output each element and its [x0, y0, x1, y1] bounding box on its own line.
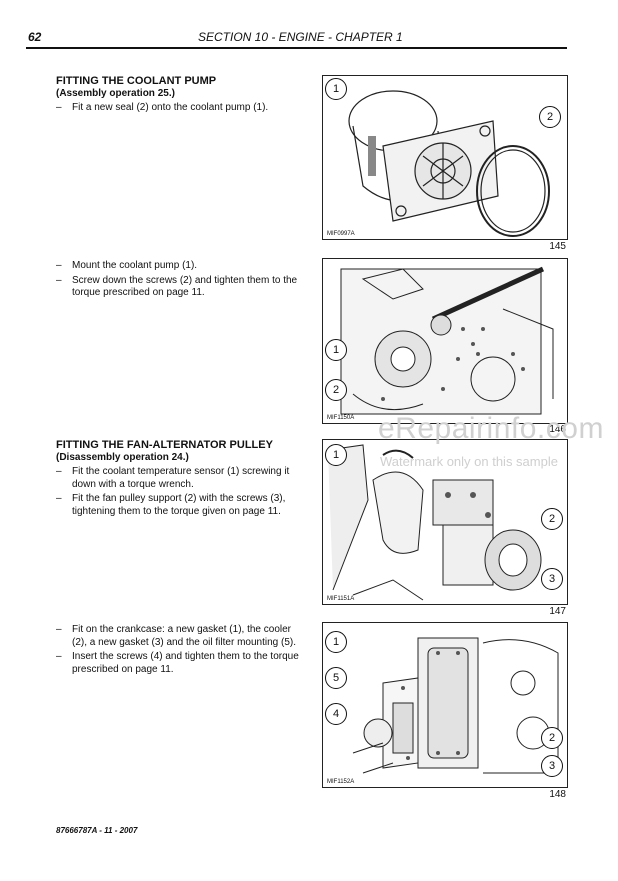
step-text: Fit on the crankcase: a new gasket (1), …: [72, 624, 296, 648]
callout-2: 2: [541, 727, 563, 749]
instruction-step: – Screw down the screws (2) and tighten …: [56, 275, 300, 300]
callout-3: 3: [541, 755, 563, 777]
footer-doc-code: 87666787A - 11 - 2007: [56, 826, 138, 835]
fan-pulley-illustration: [327, 444, 542, 601]
step-dash: –: [56, 624, 62, 635]
figure-coolant-pump: 1 2 MIF0997A: [322, 75, 568, 240]
callout-1: 1: [325, 78, 347, 100]
callout-3: 3: [541, 568, 563, 590]
watermark-subtext: Watermark only on this sample: [380, 454, 558, 469]
instruction-step: – Mount the coolant pump (1).: [56, 260, 300, 273]
step-dash: –: [56, 102, 62, 113]
callout-5: 5: [325, 667, 347, 689]
instruction-step: – Fit on the crankcase: a new gasket (1)…: [56, 624, 300, 649]
step-text: Fit the fan pulley support (2) with the …: [72, 493, 286, 517]
step-text: Fit the coolant temperature sensor (1) s…: [72, 466, 290, 490]
callout-1: 1: [325, 339, 347, 361]
step-text: Fit a new seal (2) onto the coolant pump…: [72, 102, 269, 113]
figure-code: MIF1152A: [327, 779, 355, 785]
instruction-step: – Fit the fan pulley support (2) with th…: [56, 493, 300, 518]
section-title: SECTION 10 - ENGINE - CHAPTER 1: [198, 30, 403, 44]
figure-fan-pulley: 1 2 3 MIF1151A: [322, 439, 568, 605]
callout-1: 1: [325, 631, 347, 653]
callout-4: 4: [325, 703, 347, 725]
step-dash: –: [56, 466, 62, 477]
step-dash: –: [56, 274, 62, 286]
figure-pump-mount: 1 2 MIF1150A: [322, 258, 568, 424]
section-mount-pump: – Mount the coolant pump (1). – Screw do…: [56, 258, 300, 300]
figure-number: 145: [549, 241, 566, 252]
callout-2: 2: [539, 106, 561, 128]
figure-code: MIF1151A: [327, 596, 355, 602]
instruction-step: – Insert the screws (4) and tighten them…: [56, 651, 300, 676]
step-dash: –: [56, 493, 62, 504]
page-number: 62: [28, 30, 42, 44]
watermark: eRepairinfo.com: [378, 412, 604, 445]
figure-number: 146: [549, 424, 566, 435]
engine-block-illustration: [340, 266, 554, 415]
figure-oil-cooler: 1 5 4 2 3 MIF1152A: [322, 622, 568, 788]
step-text: Screw down the screws (2) and tighten th…: [72, 274, 298, 299]
oil-cooler-illustration: [352, 637, 559, 774]
instruction-step: – Fit the coolant temperature sensor (1)…: [56, 466, 300, 491]
section-coolant-pump: FITTING THE COOLANT PUMP (Assembly opera…: [56, 75, 300, 115]
step-text: Insert the screws (4) and tighten them t…: [72, 651, 299, 675]
section-fan-pulley: FITTING THE FAN-ALTERNATOR PULLEY (Disas…: [56, 439, 300, 518]
header-rule: [26, 47, 567, 49]
section-cooler: – Fit on the crankcase: a new gasket (1)…: [56, 622, 300, 676]
coolant-pump-illustration: [348, 90, 550, 237]
step-text: Mount the coolant pump (1).: [72, 260, 198, 271]
step-dash: –: [56, 651, 62, 662]
callout-2: 2: [325, 379, 347, 401]
step-dash: –: [56, 260, 62, 271]
instruction-step: – Fit a new seal (2) onto the coolant pu…: [56, 102, 300, 115]
callout-2: 2: [541, 508, 563, 530]
section-heading: FITTING THE COOLANT PUMP: [56, 75, 217, 87]
figure-number: 147: [549, 606, 566, 617]
section-subheading: (Assembly operation 25.): [56, 87, 175, 99]
figure-code: MIF1150A: [327, 415, 355, 421]
section-subheading: (Disassembly operation 24.): [56, 451, 189, 463]
figure-code: MIF0997A: [327, 231, 355, 237]
figure-number: 148: [549, 789, 566, 800]
callout-1: 1: [325, 444, 347, 466]
section-heading: FITTING THE FAN-ALTERNATOR PULLEY: [56, 439, 273, 451]
